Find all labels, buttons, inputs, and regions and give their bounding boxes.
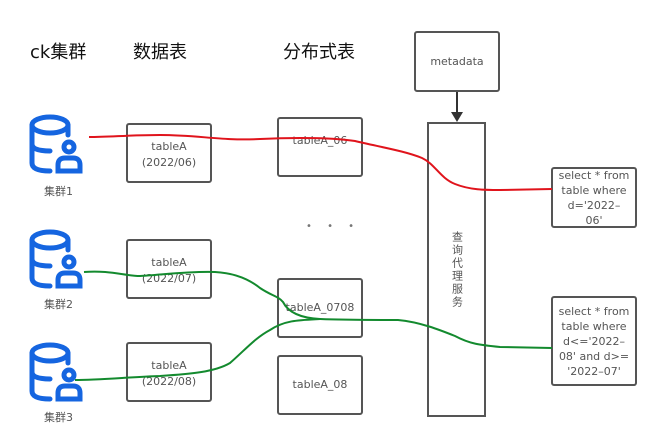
proxy-label: 查询代理服务 [450, 230, 464, 309]
query-proxy-service-box[interactable]: 查询代理服务 [427, 122, 486, 417]
data-table-box[interactable]: tableA (2022/08) [126, 342, 212, 402]
query-line: d='2022– [567, 198, 621, 212]
cluster-label: 集群1 [44, 185, 73, 198]
distributed-table-box[interactable]: tableA_06 [277, 117, 363, 177]
query-line: select * from [558, 168, 630, 182]
table-partition: (2022/07) [141, 272, 197, 285]
cluster-label: 集群3 [44, 411, 73, 424]
query-line: 06' [585, 213, 603, 227]
database-user-icon [29, 114, 83, 174]
data-table-box[interactable]: tableA (2022/06) [126, 123, 212, 183]
query-line: 08' and d>= [558, 349, 630, 363]
query-box[interactable]: select * from table where d='2022– 06' [551, 167, 637, 228]
database-user-icon [29, 229, 83, 289]
cluster-label: 集群2 [44, 298, 73, 311]
query-line: table where [561, 319, 627, 333]
distributed-table-name: tableA_08 [292, 378, 348, 391]
distributed-table-box[interactable]: tableA_0708 [277, 278, 363, 338]
metadata-label: metadata [430, 54, 484, 68]
table-name: tableA [151, 140, 187, 153]
query-line: select * from [558, 304, 630, 318]
header-data-tables: 数据表 [133, 42, 187, 63]
header-clusters: ck集群 [30, 42, 87, 63]
table-partition: (2022/06) [141, 156, 197, 169]
distributed-table-name: tableA_06 [292, 134, 348, 147]
query-box[interactable]: select * from table where d<='2022– 08' … [551, 296, 637, 386]
database-user-icon [29, 342, 83, 402]
distributed-table-box[interactable]: tableA_08 [277, 355, 363, 415]
query-line: '2022–07' [567, 364, 621, 378]
table-name: tableA [151, 359, 187, 372]
data-table-box[interactable]: tableA (2022/07) [126, 239, 212, 299]
metadata-arrow-head [451, 112, 463, 122]
table-name: tableA [151, 256, 187, 269]
table-partition: (2022/08) [141, 375, 197, 388]
query-line: table where [561, 183, 627, 197]
distributed-table-name: tableA_0708 [285, 301, 355, 314]
query-line: d<='2022– [563, 334, 625, 348]
metadata-box[interactable]: metadata [414, 31, 500, 92]
header-distributed-tables: 分布式表 [283, 42, 355, 63]
ellipsis: • • • [306, 221, 361, 232]
